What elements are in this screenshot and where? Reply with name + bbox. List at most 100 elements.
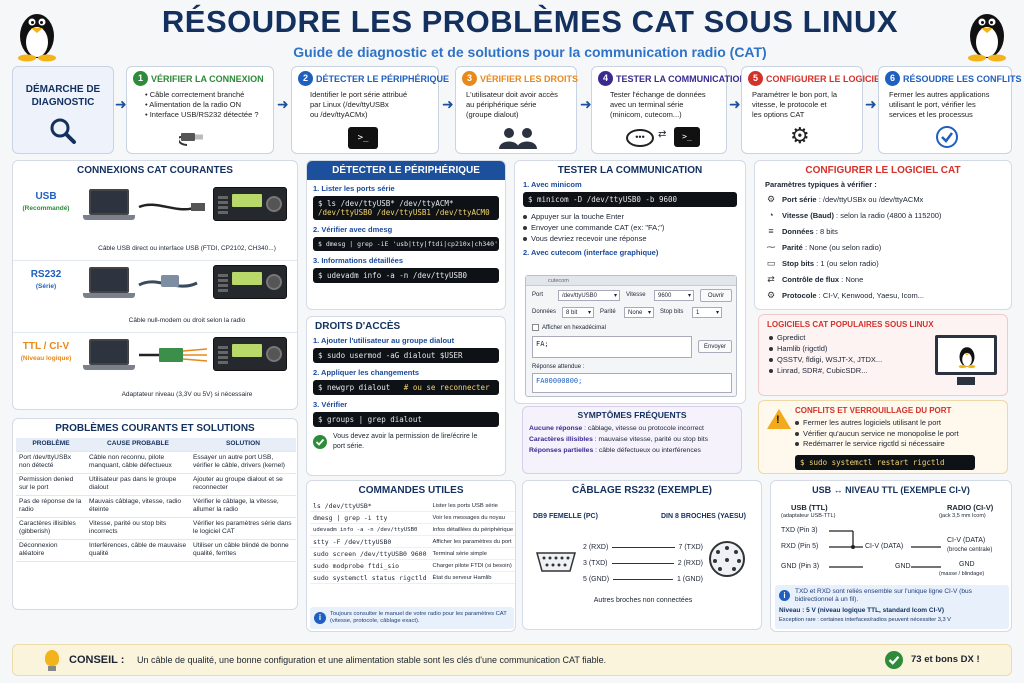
description-cell: Afficher les paramètres du port xyxy=(429,535,515,548)
step-title: DÉTECTER LE PÉRIPHÉRIQUE xyxy=(316,73,450,84)
chevron-down-icon: ▾ xyxy=(613,293,617,299)
command-cell: sudo modprobe ftdi_sio xyxy=(310,559,430,572)
config-title: CONFIGURER LE LOGICIEL CAT xyxy=(805,165,961,176)
connection-row-rs232: RS232 (Série) Câble null-modem ou droit … xyxy=(13,261,297,333)
symptoms-title: SYMPTÔMES FRÉQUENTS xyxy=(577,410,687,420)
magnifier-icon xyxy=(50,118,76,144)
commands-table: ls /dev/ttyUSB*Lister les ports USB séri… xyxy=(310,500,515,584)
config-item: ≡Données : 8 bits xyxy=(765,223,1001,239)
connections-panel: CONNEXIONS CAT COURANTES USB (Recommandé… xyxy=(12,160,298,410)
send-button[interactable]: Envoyer xyxy=(698,340,732,353)
step-title: CONFIGURER LE LOGICIEL xyxy=(766,73,886,84)
connection-label: USB xyxy=(35,191,57,202)
gear-icon: ⚙ xyxy=(790,123,810,148)
command-output: /dev/ttyUSB0 /dev/ttyUSB1 /dev/ttyACM0 xyxy=(318,208,490,217)
test-step-2: 2. Avec cutecom (interface graphique) xyxy=(523,248,659,257)
hex-label: Afficher en hexadécimal xyxy=(542,324,606,331)
step-line: • Alimentation de la radio ON xyxy=(145,100,242,109)
db9-pin: 3 (TXD) xyxy=(583,559,608,567)
usb-cable-icon xyxy=(138,203,205,211)
list-item: Vérifier qu'aucun service ne monopolise … xyxy=(795,429,959,440)
step-title: TESTER LA COMMUNICATION xyxy=(616,73,746,84)
config-item: ⚙Protocole : CI-V, Kenwood, Yaesu, Icom.… xyxy=(766,289,925,300)
table-cell: Vitesse, parité ou stop bits incorrects xyxy=(86,517,190,540)
ttl-title: USB ↔ NIVEAU TTL (EXEMPLE CI-V) xyxy=(812,485,970,495)
tip-label: CONSEIL : xyxy=(69,654,125,666)
commands-note: Toujours consulter le manuel de votre ra… xyxy=(330,611,507,624)
test-step-1: 1. Avec minicom xyxy=(523,180,582,189)
step-line: vitesse, le protocole et xyxy=(752,100,827,109)
monitor-icon xyxy=(935,335,997,375)
arrow-icon: ➜ xyxy=(729,96,741,112)
port-select[interactable]: /dev/ttyUSB0▾ xyxy=(558,290,620,301)
config-item: ◔Vitesse (Baud) : selon la radio (4800 à… xyxy=(765,207,1001,223)
config-intro: Paramètres typiques à vérifier : xyxy=(765,180,877,189)
description-cell: Lister les ports USB série xyxy=(429,500,515,512)
step-line: services et les processus xyxy=(889,110,973,119)
problems-title: PROBLÈMES COURANTS ET SOLUTIONS xyxy=(55,423,255,434)
hex-checkbox-row[interactable]: Afficher en hexadécimal xyxy=(532,324,606,331)
command-comment: # ou se reconnecter xyxy=(403,383,490,392)
command-cell: dmesg | grep -i tty xyxy=(310,511,430,524)
config-panel: CONFIGURER LE LOGICIEL CAT Paramètres ty… xyxy=(754,160,1012,310)
connection-row-usb: USB (Recommandé) Câble USB direct ou int… xyxy=(13,183,297,261)
parity-select[interactable]: None▾ xyxy=(624,307,654,318)
usb-ttl-label: USB (TTL) xyxy=(791,503,828,512)
step-line: ou /dev/ttyACMx) xyxy=(310,110,368,119)
symptoms-panel: SYMPTÔMES FRÉQUENTS Aucune réponse : câb… xyxy=(522,406,742,474)
laptop-icon xyxy=(83,339,135,371)
step-line: Fermer les autres applications xyxy=(889,90,990,99)
terminal-command: $ newgrp dialout # ou se reconnecter xyxy=(313,380,499,395)
terminal-command: $ groups | grep dialout xyxy=(313,412,499,427)
step-line: (groupe dialout) xyxy=(466,110,519,119)
rights-title: DROITS D'ACCÈS xyxy=(315,321,401,332)
response-output: FA00000800; xyxy=(532,373,732,393)
port-label: Port xyxy=(532,292,544,298)
chevron-down-icon: ▾ xyxy=(587,310,591,316)
parity-icon: ⁓ xyxy=(766,241,776,252)
terminal-command: $ udevadm info -a -n /dev/ttyUSB0 xyxy=(313,268,499,283)
rs232-panel: CÂBLAGE RS232 (EXEMPLE) DB9 FEMELLE (PC)… xyxy=(522,480,762,630)
config-item: ⚙Port série : /dev/ttyUSBx ou /dev/ttyAC… xyxy=(766,193,924,204)
arrow-icon: ➜ xyxy=(442,96,454,112)
commands-note-box: i Toujours consulter le manuel de votre … xyxy=(310,607,514,629)
step-line: par Linux (/dev/ttyUSBx xyxy=(310,100,389,109)
test-title: TESTER LA COMMUNICATION xyxy=(557,165,703,176)
connection-sublabel: (Série) xyxy=(35,283,57,290)
speed-select[interactable]: 9600▾ xyxy=(654,290,694,301)
data-select[interactable]: 8 bit▾ xyxy=(562,307,594,318)
data-label: Données xyxy=(532,309,557,315)
step-line: Identifier le port série attribué xyxy=(310,90,408,99)
table-cell: Vérifier les paramètres série dans le lo… xyxy=(190,517,296,540)
rights-note: Vous devez avoir la permission de lire/é… xyxy=(333,433,478,450)
table-cell: Essayer un autre port USB, vérifier le c… xyxy=(190,451,296,474)
checkbox[interactable] xyxy=(532,324,539,331)
din8-connector-icon xyxy=(709,541,745,577)
connection-label: RS232 xyxy=(30,269,62,280)
ttl-level: Niveau : 5 V (niveau logique TTL, standa… xyxy=(779,607,945,614)
radio-civ-label: RADIO (CI-V) xyxy=(947,503,994,512)
problems-panel: PROBLÈMES COURANTS ET SOLUTIONS PROBLÈME… xyxy=(12,418,298,610)
step-number: 2 xyxy=(298,71,313,86)
info-icon: i xyxy=(314,612,326,624)
stop-bits-select[interactable]: 1▾ xyxy=(692,307,722,318)
din8-pin: 1 (GND) xyxy=(676,575,703,583)
rs232-note: Autres broches non connectées xyxy=(593,597,693,604)
rights-panel: DROITS D'ACCÈS 1. Ajouter l'utilisateur … xyxy=(306,316,506,476)
step-line: les options CAT xyxy=(752,110,805,119)
send-input[interactable]: FA; xyxy=(532,336,692,358)
stop-bits-icon: ▭ xyxy=(766,257,776,268)
terminal-command: $ dmesg | grep -iE 'usb|tty|ftdi|cp210x|… xyxy=(313,237,499,251)
test-panel: TESTER LA COMMUNICATION 1. Avec minicom … xyxy=(514,160,746,404)
command-cell: udevadm info -a -n /dev/ttyUSB0 xyxy=(310,523,430,536)
open-button[interactable]: Ouvrir xyxy=(700,289,732,302)
page-subtitle: Guide de diagnostic et de solutions pour… xyxy=(293,44,767,60)
list-item: Linrad, SDR#, CubicSDR... xyxy=(769,365,1007,376)
table-cell: Pas de réponse de la radio xyxy=(16,495,86,518)
terminal-command: $ ls /dev/ttyUSB* /dev/ttyACM* /dev/ttyU… xyxy=(313,196,499,220)
conflicts-title: CONFLITS ET VERROUILLAGE DU PORT xyxy=(795,406,952,415)
step-line: avec un terminal série xyxy=(610,100,684,109)
